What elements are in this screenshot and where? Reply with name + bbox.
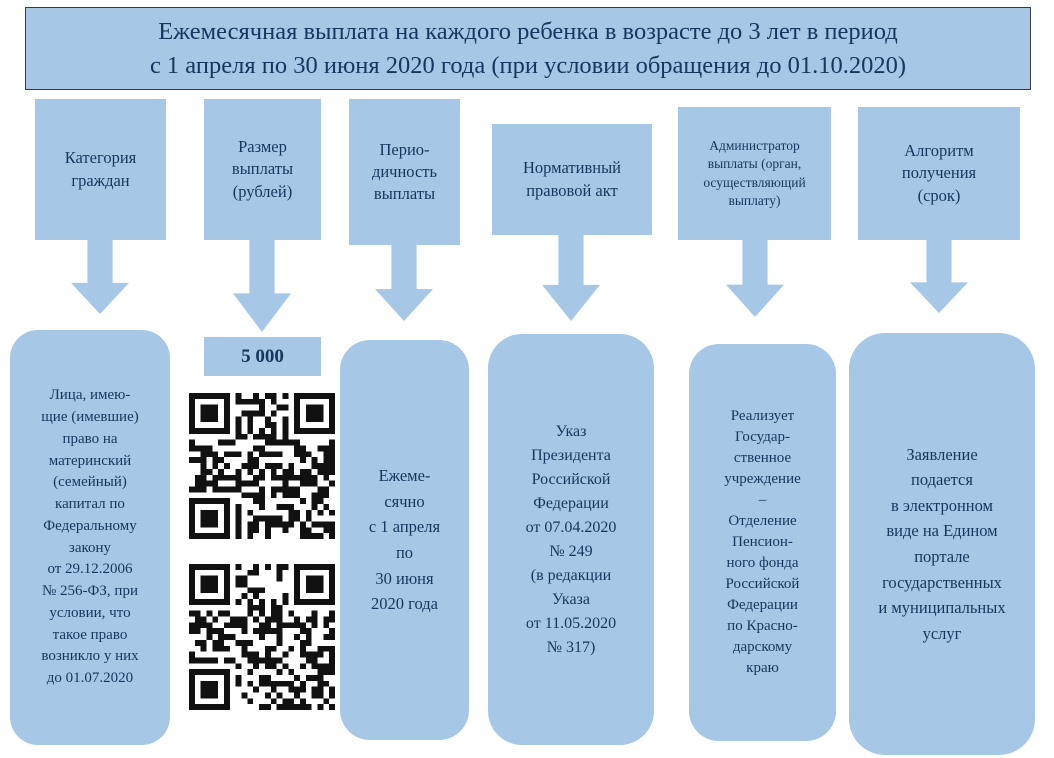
legal-act-box: Указ Президента Российской Федерации от …	[488, 334, 654, 745]
administrator-box: Реализует Государ- ственное учреждение –…	[689, 344, 836, 741]
down-arrow-icon	[375, 245, 433, 321]
column-header-algorithm: Алгоритм получения (срок)	[858, 107, 1020, 240]
down-arrow-icon	[542, 235, 600, 321]
qr-code-bottom-icon	[187, 562, 337, 712]
title-banner: Ежемесячная выплата на каждого ребенка в…	[25, 7, 1031, 90]
category-box: Лица, имею- щие (имевшие) право на матер…	[10, 330, 170, 745]
qr-code-top-icon	[187, 391, 337, 541]
column-header-legal-act: Нормативный правовой акт	[492, 124, 652, 235]
down-arrow-icon	[233, 240, 291, 332]
down-arrow-icon	[726, 240, 784, 317]
column-header-periodicity: Перио- дичность выплаты	[349, 99, 460, 245]
periodicity-box: Ежеме- сячно с 1 апреля по 30 июня 2020 …	[340, 340, 469, 740]
column-header-category: Категория граждан	[35, 99, 166, 240]
payment-amount: 5 000	[204, 337, 321, 376]
page-title: Ежемесячная выплата на каждого ребенка в…	[149, 18, 907, 79]
column-header-administrator: Администратор выплаты (орган, осуществля…	[678, 107, 831, 240]
down-arrow-icon	[910, 240, 968, 313]
down-arrow-icon	[71, 240, 129, 314]
column-header-amount: Размер выплаты (рублей)	[204, 99, 321, 240]
algorithm-box: Заявление подается в электронном виде на…	[849, 333, 1035, 755]
